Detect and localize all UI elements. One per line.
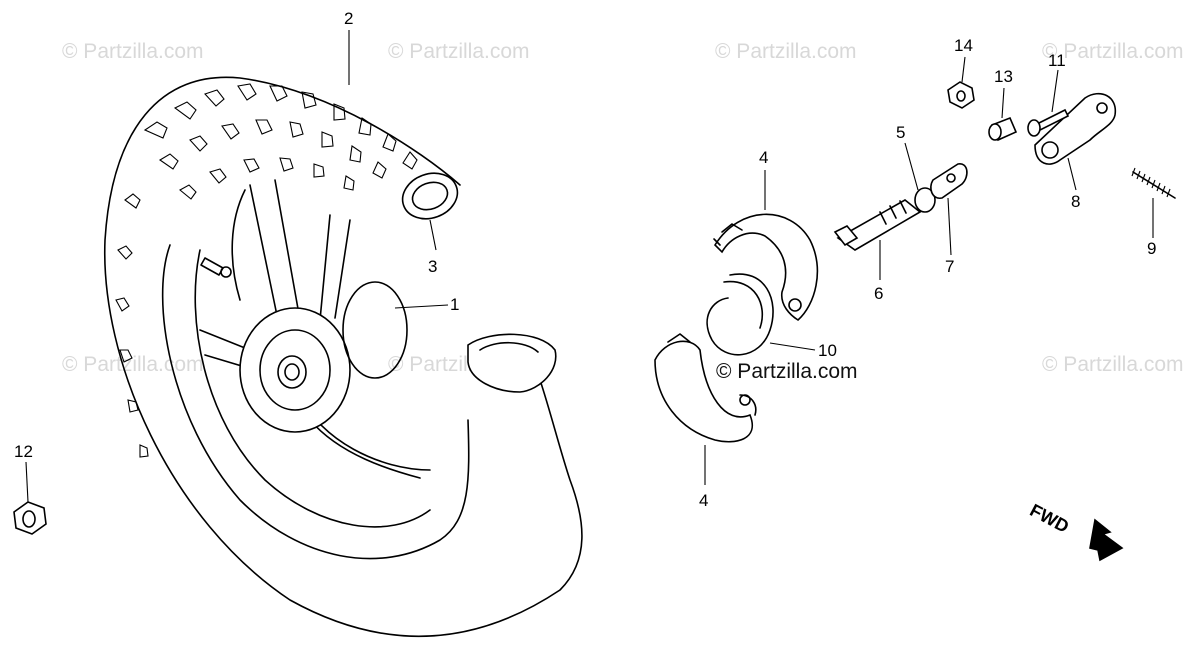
callout-14: 14 (954, 36, 973, 55)
watermark: © Partzilla.com (1042, 40, 1184, 63)
brake-arm-icon (1034, 92, 1116, 165)
callout-9: 9 (1147, 239, 1157, 258)
callout-6: 6 (874, 284, 884, 303)
brake-cam-icon (833, 187, 936, 251)
brake-spring-icon (706, 273, 774, 356)
bolt-icon (1027, 108, 1070, 137)
callout-7: 7 (945, 257, 955, 276)
brake-shoe-icon (654, 333, 757, 443)
watermark: © Partzilla.com (388, 40, 530, 63)
callout-1: 1 (450, 295, 460, 314)
callout-5: 5 (896, 123, 906, 142)
tire-icon (103, 76, 583, 638)
watermark-main: © Partzilla.com (716, 360, 858, 383)
callout-13: 13 (994, 67, 1013, 86)
callout-4: 4 (699, 491, 709, 510)
leader-lines (25, 30, 1154, 503)
callout-10: 10 (818, 341, 837, 360)
watermark: © Partzilla.com (62, 353, 204, 376)
callout-4: 4 (759, 148, 769, 167)
wheel-icon (194, 179, 431, 528)
callout-12: 12 (14, 442, 33, 461)
wear-indicator-icon (930, 163, 968, 199)
callout-3: 3 (428, 257, 438, 276)
arm-nut-icon (947, 81, 975, 109)
callout-2: 2 (344, 9, 354, 28)
return-spring-icon (1131, 167, 1176, 199)
watermark: © Partzilla.com (1042, 353, 1184, 376)
axle-nut-icon (13, 501, 47, 535)
brake-shoe-icon (713, 213, 819, 321)
watermark: © Partzilla.com (715, 40, 857, 63)
fwd-arrow-icon (1089, 518, 1124, 562)
callout-8: 8 (1071, 192, 1081, 211)
joint-pin-icon (988, 116, 1018, 142)
callout-11: 11 (1048, 51, 1066, 70)
watermark: © Partzilla.com (62, 40, 204, 63)
